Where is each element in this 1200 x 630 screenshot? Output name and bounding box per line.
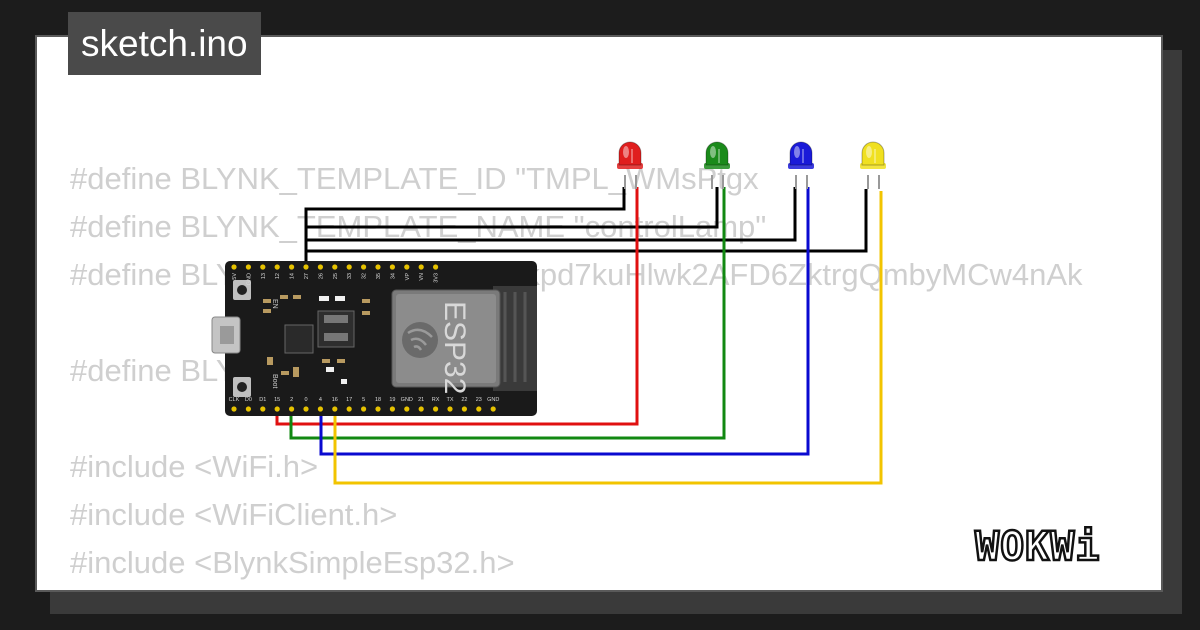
- pin-label: 16: [332, 397, 338, 403]
- header-pin[interactable]: [245, 406, 251, 412]
- pin-label: 12: [275, 273, 281, 279]
- pin-label: 0: [304, 397, 307, 403]
- header-pin[interactable]: [375, 406, 381, 412]
- pin-label: CLK: [229, 397, 240, 403]
- file-tab[interactable]: sketch.ino: [68, 12, 261, 75]
- header-pin[interactable]: [289, 406, 295, 412]
- led-yellow[interactable]: [860, 141, 886, 189]
- header-pin[interactable]: [274, 264, 280, 270]
- pin-label: 27: [304, 273, 310, 279]
- circuit-diagram: ESP32 EN Boot: [211, 141, 886, 485]
- header-pin[interactable]: [332, 264, 338, 270]
- bottom-pin-header: [231, 406, 496, 412]
- pin-label: 14: [290, 273, 296, 279]
- led-red[interactable]: [617, 141, 643, 189]
- code-line: #include <BlynkSimpleEsp32.h>: [70, 545, 515, 580]
- header-pin[interactable]: [418, 264, 424, 270]
- header-pin[interactable]: [418, 406, 424, 412]
- code-line: #include <WiFiClient.h>: [70, 497, 398, 532]
- wokwi-logo-text: WOKWi: [975, 524, 1100, 570]
- signal-wire-green: [289, 187, 726, 440]
- header-pin[interactable]: [389, 406, 395, 412]
- header-pin[interactable]: [433, 406, 439, 412]
- header-pin[interactable]: [274, 406, 280, 412]
- header-pin[interactable]: [375, 264, 381, 270]
- header-pin[interactable]: [433, 264, 439, 270]
- led-green[interactable]: [704, 141, 730, 189]
- header-pin[interactable]: [317, 406, 323, 412]
- project-card[interactable]: #define BLYNK_TEMPLATE_ID "TMPL_WMsPtgx#…: [35, 35, 1163, 592]
- header-pin[interactable]: [461, 406, 467, 412]
- header-pin[interactable]: [260, 406, 266, 412]
- pin-label: 3V3: [434, 273, 440, 283]
- signal-wire-yellow: [333, 191, 883, 485]
- pin-label: 13: [261, 273, 267, 279]
- header-pin[interactable]: [361, 264, 367, 270]
- header-pin[interactable]: [303, 406, 309, 412]
- pin-label: 18: [375, 397, 381, 403]
- pin-label: 5: [362, 397, 365, 403]
- wokwi-logo: WOKWi: [974, 523, 1101, 570]
- pin-label: 34: [390, 273, 396, 279]
- header-pin[interactable]: [404, 264, 410, 270]
- header-pin[interactable]: [303, 264, 309, 270]
- pin-label: GND: [246, 273, 252, 285]
- pin-label: 33: [347, 273, 353, 279]
- led-blue[interactable]: [788, 141, 814, 189]
- pin-label: GND: [487, 397, 499, 403]
- top-pin-header: [231, 264, 439, 270]
- pin-label: 4: [319, 397, 322, 403]
- header-pin[interactable]: [404, 406, 410, 412]
- header-pin[interactable]: [346, 406, 352, 412]
- header-pin[interactable]: [231, 264, 237, 270]
- pin-label: 25: [333, 273, 339, 279]
- pin-label: 35: [376, 273, 382, 279]
- pin-label: RX: [432, 397, 440, 403]
- header-pin[interactable]: [260, 264, 266, 270]
- pin-label: 15: [274, 397, 280, 403]
- pin-label: D1: [259, 397, 266, 403]
- gnd-wire-yellow: [304, 189, 868, 264]
- pin-label: VN: [419, 273, 425, 281]
- header-pin[interactable]: [346, 264, 352, 270]
- esp32-board[interactable]: ESP32 EN Boot: [211, 261, 537, 416]
- header-pin[interactable]: [476, 406, 482, 412]
- header-pin[interactable]: [447, 406, 453, 412]
- boot-label: Boot: [271, 374, 278, 388]
- header-pin[interactable]: [361, 406, 367, 412]
- pin-label: D0: [245, 397, 252, 403]
- pin-label: 26: [318, 273, 324, 279]
- header-pin[interactable]: [332, 406, 338, 412]
- pin-label: 19: [389, 397, 395, 403]
- signal-wire-blue: [319, 187, 810, 456]
- pin-label: TX: [446, 397, 453, 403]
- gnd-wires: [304, 187, 868, 264]
- header-pin[interactable]: [389, 264, 395, 270]
- usb-uart-chip: [284, 324, 314, 354]
- pin-label: 32: [362, 273, 368, 279]
- pin-label: 21: [418, 397, 424, 403]
- pin-label: VP: [405, 273, 411, 281]
- pin-label: 23: [476, 397, 482, 403]
- header-pin[interactable]: [490, 406, 496, 412]
- code-line: #include <WiFi.h>: [70, 449, 319, 484]
- pin-label: GND: [401, 397, 413, 403]
- chip-label: ESP32: [438, 301, 471, 394]
- header-pin[interactable]: [317, 264, 323, 270]
- header-pin[interactable]: [231, 406, 237, 412]
- pin-label: 17: [346, 397, 352, 403]
- pin-label: 2: [290, 397, 293, 403]
- header-pin[interactable]: [245, 264, 251, 270]
- pin-label: 22: [461, 397, 467, 403]
- pin-label: 5V: [232, 273, 238, 280]
- header-pin[interactable]: [289, 264, 295, 270]
- en-label: EN: [271, 299, 278, 309]
